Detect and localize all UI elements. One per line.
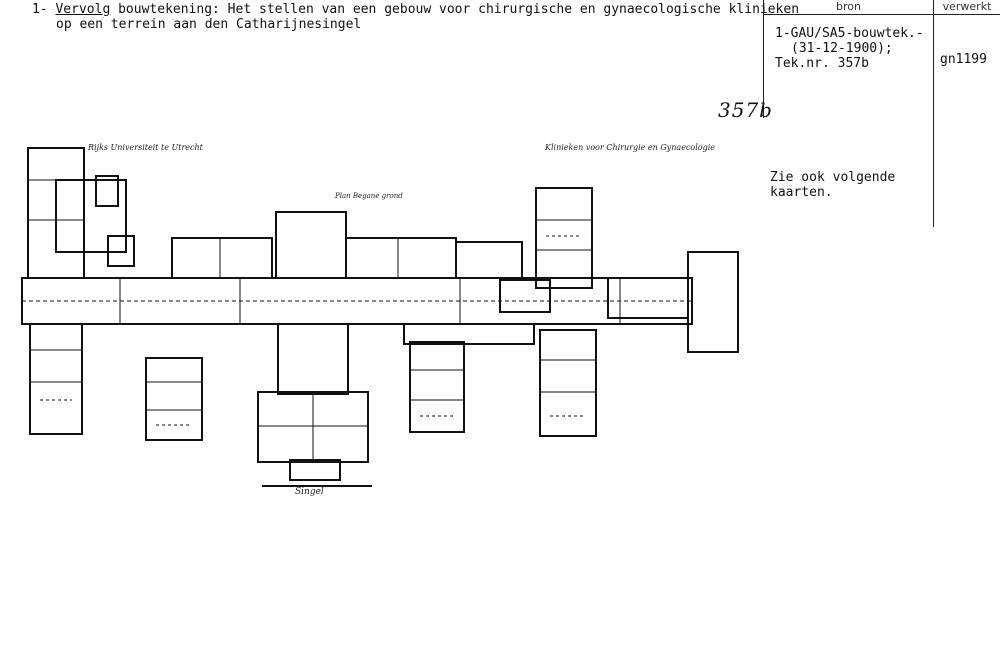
description-prefix: 1- [32, 2, 56, 17]
plan-label-bottom: Singel [295, 487, 324, 497]
plan-label-right: Klinieken voor Chirurgie en Gynaecologie [544, 143, 715, 152]
floor-plan-drawing: Rijks Universiteit te Utrecht Klinieken … [21, 143, 739, 497]
handwritten-number: 357b [718, 98, 773, 122]
sidebox-header-rule [763, 14, 1000, 15]
description: 1- Vervolg bouwtekening: Het stellen van… [32, 2, 799, 32]
note-line-1: Zie ook volgende [770, 170, 896, 185]
verwerkt-code: gn1199 [940, 52, 987, 67]
sidebox-left-rule [763, 0, 764, 118]
header-verwerkt: verwerkt [942, 0, 992, 13]
bron-line-1: 1-GAU/SA5-bouwtek.- [775, 26, 924, 41]
header-bron: bron [836, 0, 861, 13]
sidebox-mid-rule [933, 0, 934, 227]
bron-line-3: Tek.nr. 357b [775, 56, 869, 71]
description-line1: bouwtekening: Het stellen van een gebouw… [110, 2, 800, 17]
see-also-note: Zie ook volgende kaarten. [770, 170, 895, 200]
plan-label-left: Rijks Universiteit te Utrecht [87, 143, 204, 152]
bron-reference: 1-GAU/SA5-bouwtek.- (31-12-1900); Tek.nr… [775, 26, 924, 71]
description-line2: op een terrein aan den Catharijnesingel [56, 17, 362, 32]
description-underlined: Vervolg [55, 2, 111, 17]
plan-label-ground: Plan Begane grond [334, 192, 403, 200]
note-line-2: kaarten. [770, 185, 833, 200]
bron-line-2: (31-12-1900); [791, 41, 893, 56]
